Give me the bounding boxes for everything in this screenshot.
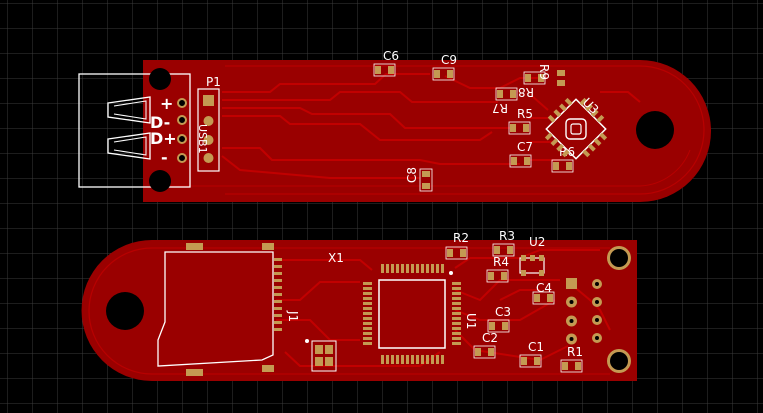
usb-connector-outline [78, 68, 191, 192]
top-board-inner-contour [225, 65, 705, 195]
connector-symbol-minus: - [161, 148, 168, 167]
ref-c8: C8 [405, 167, 419, 183]
ref-j1: J1 [286, 310, 300, 322]
connector-symbol-dplus: D+ [150, 129, 177, 148]
ref-r5: R5 [517, 107, 533, 121]
bottom-mounting-hole-left [106, 292, 144, 330]
resistor-r2[interactable] [445, 246, 468, 260]
ref-r9: R9 [537, 64, 551, 80]
top-mounting-hole [636, 111, 674, 149]
ref-usb1: USB1 [196, 124, 209, 154]
chip-u3-center-inner [570, 123, 582, 135]
header-p1[interactable] [197, 88, 220, 172]
ref-c1: C1 [528, 340, 544, 354]
capacitor-c1[interactable] [519, 354, 542, 368]
ref-r2: R2 [453, 231, 469, 245]
ref-u2: U2 [529, 235, 545, 249]
header-p1-pin-3 [203, 135, 214, 145]
capacitor-c6[interactable] [373, 63, 396, 77]
top-board-traces [221, 73, 641, 179]
capacitor-c3[interactable] [487, 319, 510, 333]
capacitor-c2[interactable] [473, 345, 496, 359]
bottom-mounting-hole-bottom-right-drill [610, 352, 628, 370]
ref-r1: R1 [567, 345, 583, 359]
connector-symbol-plus: + [160, 94, 173, 113]
chip-u3-center-outer [565, 118, 587, 140]
resistor-r8[interactable] [495, 87, 518, 101]
capacitor-c8[interactable] [419, 168, 433, 192]
resistor-r3[interactable] [492, 243, 515, 257]
ref-c3: C3 [495, 305, 511, 319]
header-p1-pin-4 [203, 153, 214, 163]
ref-c4: C4 [536, 281, 552, 295]
bottom-board-traces [276, 249, 611, 367]
ref-r3: R3 [499, 229, 515, 243]
bottom-board-outline [81, 240, 637, 381]
resistor-r6[interactable] [551, 159, 574, 173]
ref-r7: R7 [492, 101, 508, 115]
ref-c6: C6 [383, 49, 399, 63]
chip-u3[interactable] [536, 89, 615, 168]
capacitor-c9[interactable] [432, 67, 455, 81]
ref-r8: R8 [518, 85, 534, 99]
ref-p1: P1 [206, 75, 221, 89]
bottom-board[interactable]: J1 X1 U1 R2 [81, 229, 637, 381]
bottom-mounting-hole-top-right-drill [610, 249, 628, 267]
crystal-x1[interactable] [305, 339, 337, 372]
connector-symbol-dminus: D- [150, 113, 170, 132]
top-board[interactable]: + D- D+ - P1 USB1 C6 C9 [78, 49, 711, 202]
top-board-inner-contour-2 [150, 149, 691, 187]
resistor-r9[interactable] [523, 70, 565, 86]
capacitor-c4[interactable] [532, 291, 555, 305]
resistor-r5[interactable] [508, 121, 531, 135]
mcu-u1[interactable] [363, 264, 461, 364]
ref-c9: C9 [441, 53, 457, 67]
top-board-outline [143, 60, 711, 202]
sd-card-slot-j1[interactable] [157, 243, 282, 376]
pin-header-pads [566, 278, 602, 345]
resistor-r4[interactable] [486, 269, 509, 283]
ref-x1: X1 [328, 251, 344, 265]
ref-r4: R4 [493, 255, 509, 269]
capacitor-c7[interactable] [509, 154, 532, 168]
bottom-board-inner-contour [88, 247, 610, 375]
ref-u1: U1 [464, 313, 478, 329]
ref-c2: C2 [482, 331, 498, 345]
header-p1-pin-2 [203, 116, 214, 126]
resistor-r1[interactable] [560, 359, 583, 373]
regulator-u2[interactable] [519, 255, 545, 276]
header-p1-pin-1 [203, 95, 214, 106]
ref-c7: C7 [517, 140, 533, 154]
